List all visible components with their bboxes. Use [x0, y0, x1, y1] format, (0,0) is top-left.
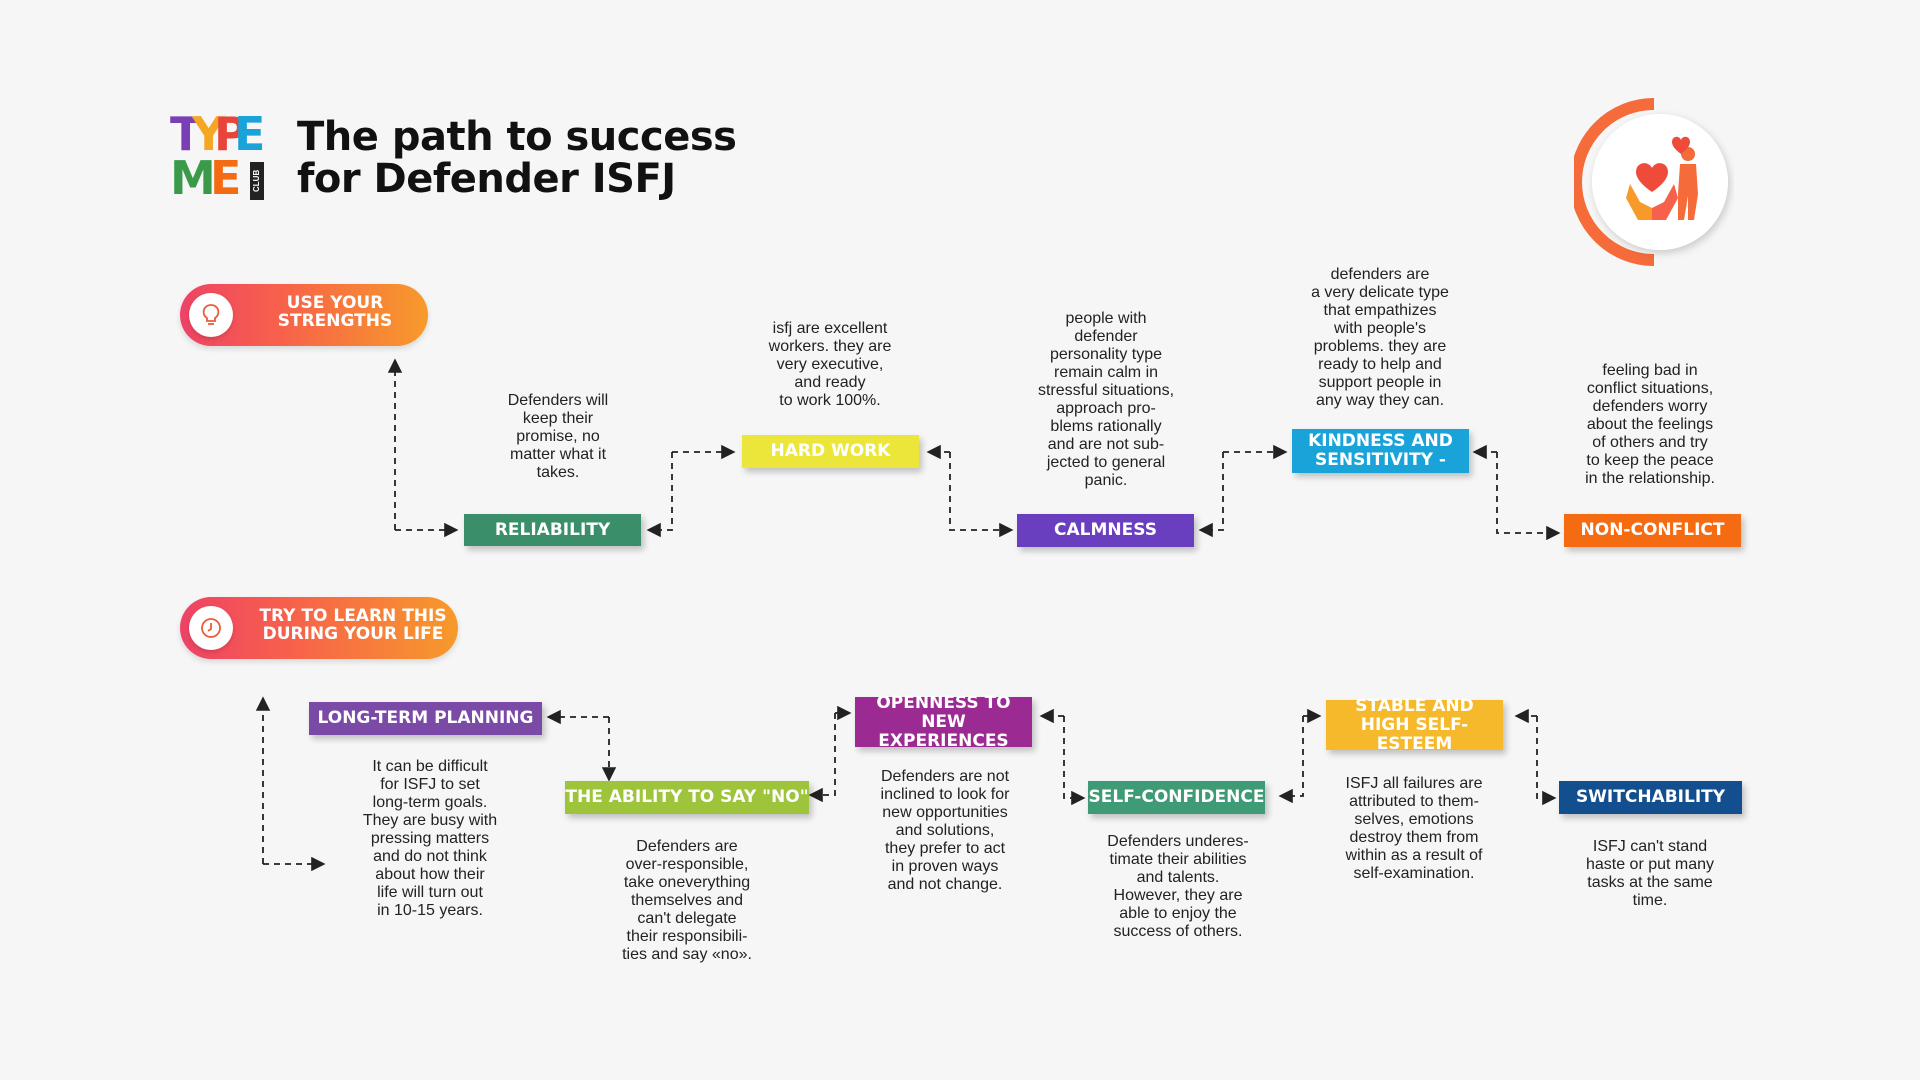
step-ability-to-say-no: THE ABILITY TO SAY "NO": [565, 781, 809, 814]
lightbulb-icon: [202, 304, 220, 325]
step-openness-to-new-experiences: OPENNESS TO NEW EXPERIENCES: [855, 693, 1032, 750]
desc-self-confidence: Defenders underes- timate their abilitie…: [1107, 833, 1249, 940]
heart-hands-person-icon: [1570, 98, 1734, 266]
section-label: TRY TO LEARN THIS DURING YOUR LIFE: [259, 606, 447, 644]
section-use-your-strengths: USE YOUR STRENGTHS: [180, 284, 428, 346]
step-long-term-planning: LONG-TERM PLANNING: [309, 702, 542, 735]
clock-icon: [201, 618, 221, 638]
desc-hard-work: isfj are excellent workers. they are ver…: [768, 320, 892, 409]
desc-kindness: defenders are a very delicate type that …: [1311, 266, 1449, 409]
page-title: The path to success for Defender ISFJ: [297, 116, 817, 200]
desc-ability-to-say-no: Defenders are over-responsible, take one…: [622, 838, 752, 963]
desc-non-conflict: feeling bad in conflict situations, defe…: [1585, 362, 1715, 487]
step-non-conflict: NON-CONFLICT: [1564, 514, 1741, 547]
desc-openness: Defenders are not inclined to look for n…: [880, 768, 1010, 893]
step-reliability: RELIABILITY: [464, 514, 641, 546]
step-stable-high-self-esteem: STABLE AND HIGH SELF-ESTEEM: [1326, 696, 1503, 753]
title-line-2: for Defender ISFJ: [297, 156, 676, 202]
step-self-confidence: SELF-CONFIDENCE: [1088, 781, 1265, 814]
step-hard-work: HARD WORK: [742, 435, 919, 468]
section-label: USE YOUR STRENGTHS: [277, 293, 393, 331]
desc-self-esteem: ISFJ all failures are attributed to them…: [1345, 775, 1483, 882]
desc-calmness: people with defender personality type re…: [1037, 310, 1175, 489]
step-calmness: CALMNESS: [1017, 514, 1194, 547]
desc-switchability: ISFJ can't stand haste or put many tasks…: [1585, 838, 1715, 909]
desc-long-term-planning: It can be difficult for ISFJ to set long…: [362, 758, 498, 919]
step-kindness-and-sensitivity: KINDNESS AND SENSITIVITY -: [1292, 429, 1469, 473]
step-switchability: SWITCHABILITY: [1559, 781, 1742, 814]
logo: T Y P E M E CLUB: [170, 107, 266, 205]
section-try-to-learn: TRY TO LEARN THIS DURING YOUR LIFE: [180, 597, 458, 659]
desc-reliability: Defenders will keep their promise, no ma…: [507, 392, 609, 481]
title-line-1: The path to success: [297, 114, 737, 160]
